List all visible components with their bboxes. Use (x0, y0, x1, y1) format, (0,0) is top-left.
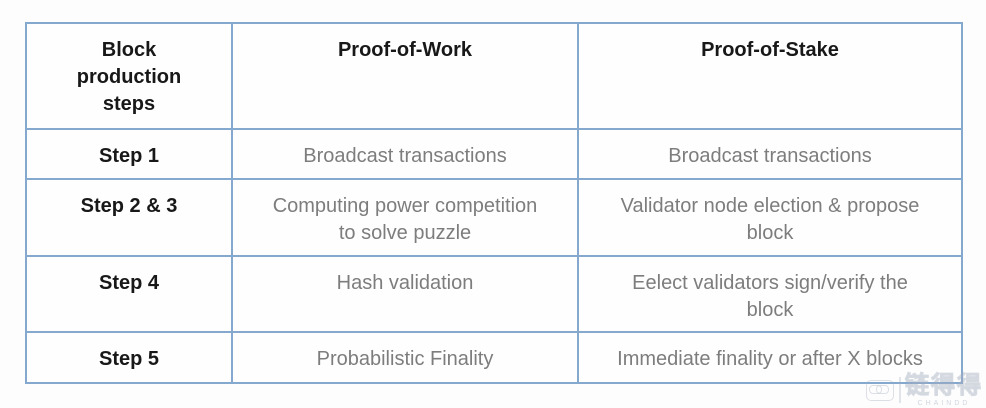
pow-value: Broadcast transactions (231, 128, 579, 180)
pos-value: Immediate finality or after X blocks (577, 331, 963, 384)
chain-link-icon (866, 380, 894, 401)
pos-value: Validator node election & propose block (577, 178, 963, 257)
step-label: Step 1 (25, 128, 233, 180)
pow-value: Hash validation (231, 255, 579, 333)
watermark-cn-label: 链得得 (905, 372, 983, 399)
chaindd-watermark: 链得得 CHAINDD (866, 372, 983, 407)
watermark-text: 链得得 CHAINDD (905, 372, 983, 407)
pow-value: Probabilistic Finality (231, 331, 579, 384)
pos-value: Eelect validators sign/verify the block (577, 255, 963, 333)
pow-pos-comparison-table: Block production steps Proof-of-Work Pro… (25, 22, 963, 384)
pos-value: Broadcast transactions (577, 128, 963, 180)
header-cell-proof-of-stake: Proof-of-Stake (577, 22, 963, 130)
table-row-step-1: Step 1 Broadcast transactions Broadcast … (25, 128, 963, 180)
header-cell-steps: Block production steps (25, 22, 233, 130)
step-label: Step 4 (25, 255, 233, 333)
pow-value: Computing power competition to solve puz… (231, 178, 579, 257)
step-label: Step 2 & 3 (25, 178, 233, 257)
table-row-step-5: Step 5 Probabilistic Finality Immediate … (25, 331, 963, 384)
table-header-row: Block production steps Proof-of-Work Pro… (25, 22, 963, 130)
comparison-table-container: Block production steps Proof-of-Work Pro… (25, 22, 963, 384)
watermark-divider (899, 377, 901, 403)
header-cell-proof-of-work: Proof-of-Work (231, 22, 579, 130)
table-row-step-4: Step 4 Hash validation Eelect validators… (25, 255, 963, 333)
watermark-en-label: CHAINDD (917, 400, 971, 407)
table-row-step-2-3: Step 2 & 3 Computing power competition t… (25, 178, 963, 257)
step-label: Step 5 (25, 331, 233, 384)
